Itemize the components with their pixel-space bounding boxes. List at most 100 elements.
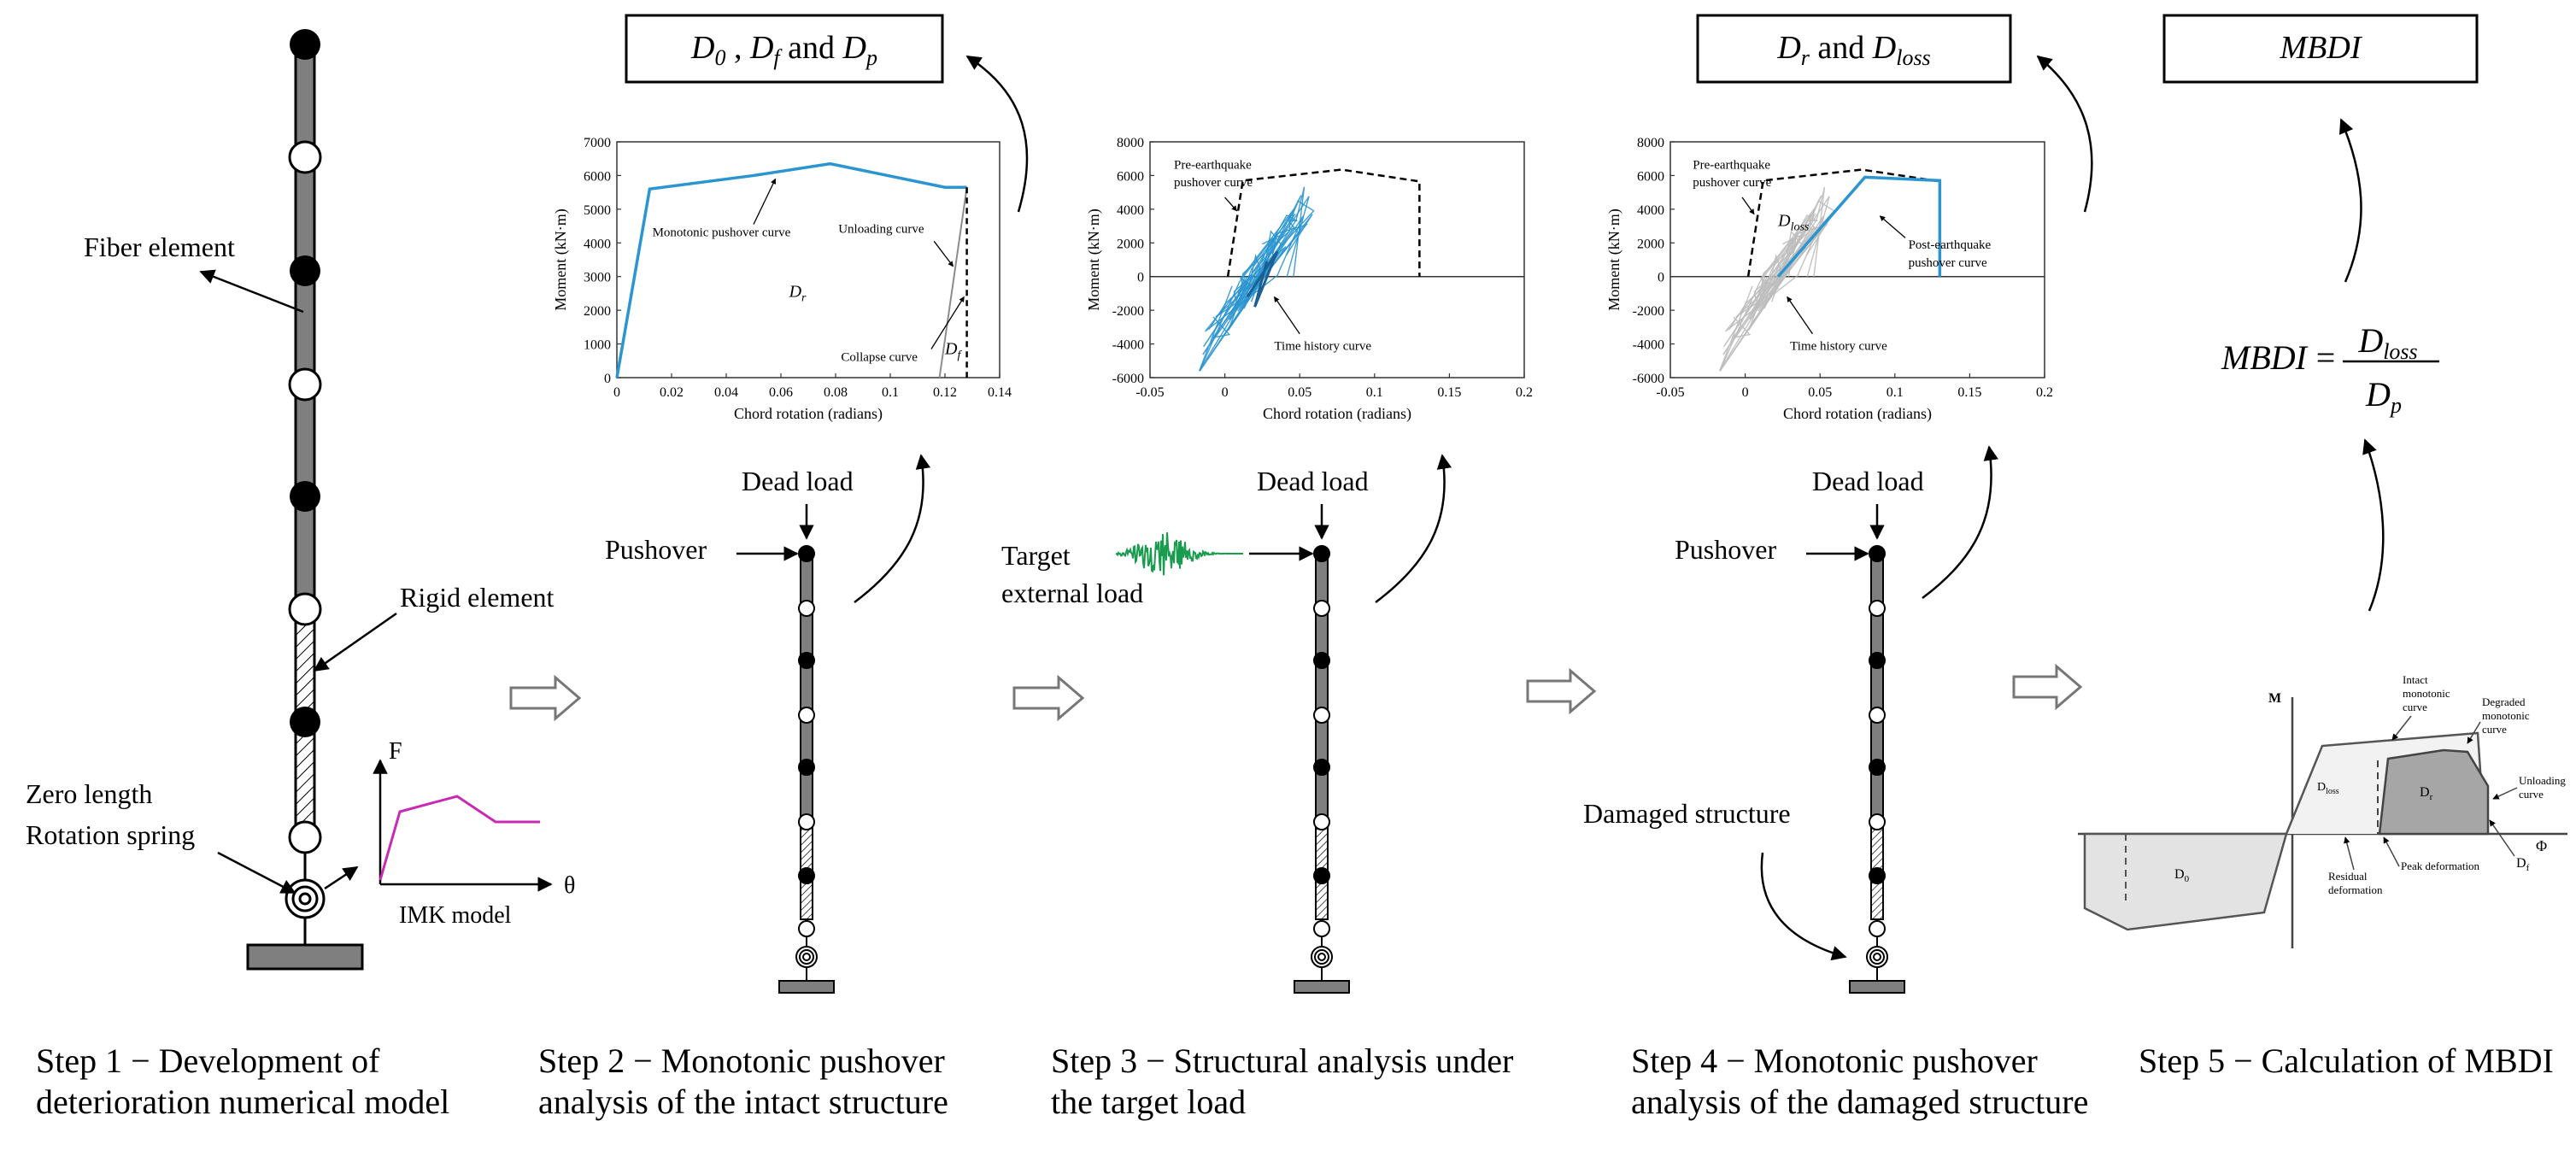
x-tick-label: 0.14 <box>988 385 1012 400</box>
unloading-curve <box>938 187 968 378</box>
time-history-curve <box>1725 234 1801 332</box>
annotation-pre2: pushover curve <box>1174 176 1253 190</box>
y-axis-label: Moment (kN·m) <box>1605 208 1623 310</box>
ground-support <box>1294 980 1350 994</box>
x-tick-label: 0.06 <box>769 385 793 400</box>
annotation-pushover: Monotonic pushover curve <box>653 226 791 239</box>
step1-line1: Step 1 − Development of <box>36 1041 380 1080</box>
curved-arrow <box>2036 55 2093 213</box>
svg-text:D0: D0 <box>2174 867 2190 884</box>
fiber-segment <box>294 41 316 608</box>
x-tick-label: 0 <box>613 385 620 400</box>
y-tick-label: 2000 <box>1117 237 1144 251</box>
annotation-pre1: Pre-earthquake <box>1174 159 1252 173</box>
curved-arrow <box>965 55 1029 213</box>
x-tick-label: 0.1 <box>882 385 899 400</box>
time-history-curve <box>1205 234 1281 332</box>
curved-arrow <box>854 454 931 603</box>
box-D0-Df-Dp: D0 , Df and Dp <box>625 14 944 84</box>
formula-lhs: MBDI <box>2221 338 2309 377</box>
time-history-curve <box>1211 230 1283 339</box>
node-hollow <box>798 600 815 617</box>
imk-model-plot: F θ IMK model <box>373 738 575 929</box>
y-tick-label: 8000 <box>1117 136 1144 150</box>
dead-load-label: Dead load <box>1257 466 1369 496</box>
spring-ring <box>1314 949 1329 965</box>
plot-frame <box>1149 141 1525 378</box>
spring-label-line1: Zero length <box>26 778 152 809</box>
y-tick-label: 6000 <box>1117 169 1144 184</box>
box3-label: MBDI <box>2280 30 2363 66</box>
node-solid <box>290 707 320 737</box>
step-captions: Step 1 − Development of deterioration nu… <box>0 1041 2576 1150</box>
hollow-arrow-icon <box>509 674 582 722</box>
rotation-spring-icon <box>285 878 326 919</box>
x-tick-label: 0.1 <box>1366 385 1383 400</box>
node-hollow <box>798 920 815 937</box>
y-tick-label: 7000 <box>584 136 611 150</box>
annotation-pre1: Pre-earthquake <box>1693 159 1770 173</box>
node-solid <box>1313 545 1330 562</box>
step3-line2: the target load <box>1051 1083 1247 1121</box>
svg-text:Intact: Intact <box>2403 673 2428 686</box>
x-tick-label: 0.02 <box>660 385 684 400</box>
svg-text:Residual: Residual <box>2328 870 2368 883</box>
schematic-M: M <box>2268 691 2281 706</box>
damaged-structure-label: Damaged structure <box>1583 798 1791 829</box>
fiber-segment <box>800 553 813 824</box>
y-tick-label: 3000 <box>584 271 611 285</box>
step5-caption: Step 5 − Calculation of MBDI <box>2139 1041 2554 1082</box>
svg-text:Peak deformation: Peak deformation <box>2401 860 2480 872</box>
node-hollow <box>1313 813 1330 830</box>
x-tick-label: -0.05 <box>1135 385 1164 400</box>
node-hollow <box>1313 707 1330 724</box>
svg-text:curve: curve <box>2482 723 2507 736</box>
node-hollow <box>1869 600 1886 617</box>
node-solid <box>1313 759 1330 776</box>
dead-load-label: Dead load <box>1812 466 1924 496</box>
node-solid <box>1313 652 1330 669</box>
annotation-pre2: pushover curve <box>1693 176 1771 190</box>
time-history-curve <box>1215 208 1295 318</box>
rotation-spring-icon <box>795 946 818 968</box>
area-Dr <box>2378 748 2490 836</box>
x-tick-label: 0.2 <box>1516 385 1533 400</box>
node-solid <box>1313 867 1330 884</box>
annotation-collapse: Collapse curve <box>841 350 918 364</box>
box-MBDI: MBDI <box>2162 14 2479 84</box>
curved-arrow <box>1760 852 1847 961</box>
hollow-arrow-icon <box>1012 674 1085 722</box>
svg-text:monotonic: monotonic <box>2403 687 2450 700</box>
y-tick-label: 4000 <box>584 237 611 251</box>
area-label-Df: Df <box>944 339 962 361</box>
area-D0 <box>2083 832 2288 931</box>
x-axis-label: Chord rotation (radians) <box>1263 405 1411 423</box>
x-axis-label: Chord rotation (radians) <box>734 405 883 423</box>
svg-text:D0 , Df and Dp: D0 , Df and Dp <box>690 30 877 70</box>
y-tick-label: 0 <box>1658 271 1664 285</box>
time-history-curve <box>1246 250 1279 308</box>
node-solid <box>290 481 320 512</box>
plot-frame <box>616 141 1000 378</box>
y-tick-label: 2000 <box>584 304 611 319</box>
imk-axis-theta: θ <box>564 872 575 899</box>
step3-line1: Step 3 − Structural analysis under <box>1051 1041 1514 1080</box>
svg-text:curve: curve <box>2403 701 2427 713</box>
node-solid <box>1869 545 1886 562</box>
hollow-arrow-icon <box>1526 667 1597 715</box>
mbdi-formula: MBDI = Dloss Dp <box>2221 321 2439 418</box>
column-model-target-load <box>1294 545 1350 994</box>
pushover-label: Pushover <box>605 534 707 565</box>
annotation-unloading: Unloading curve <box>838 222 924 236</box>
step2-caption: Step 2 − Monotonic pushover analysis of … <box>538 1041 948 1123</box>
box-Dr-Dloss: Dr and Dloss <box>1696 14 2012 84</box>
step5-line1: Step 5 − Calculation of MBDI <box>2139 1041 2554 1080</box>
node-solid <box>290 29 320 60</box>
pushover-curve <box>615 161 967 378</box>
x-tick-label: 0.05 <box>1808 385 1832 400</box>
spring-ring <box>799 949 814 965</box>
node-hollow <box>288 820 322 854</box>
node-hollow <box>798 707 815 724</box>
